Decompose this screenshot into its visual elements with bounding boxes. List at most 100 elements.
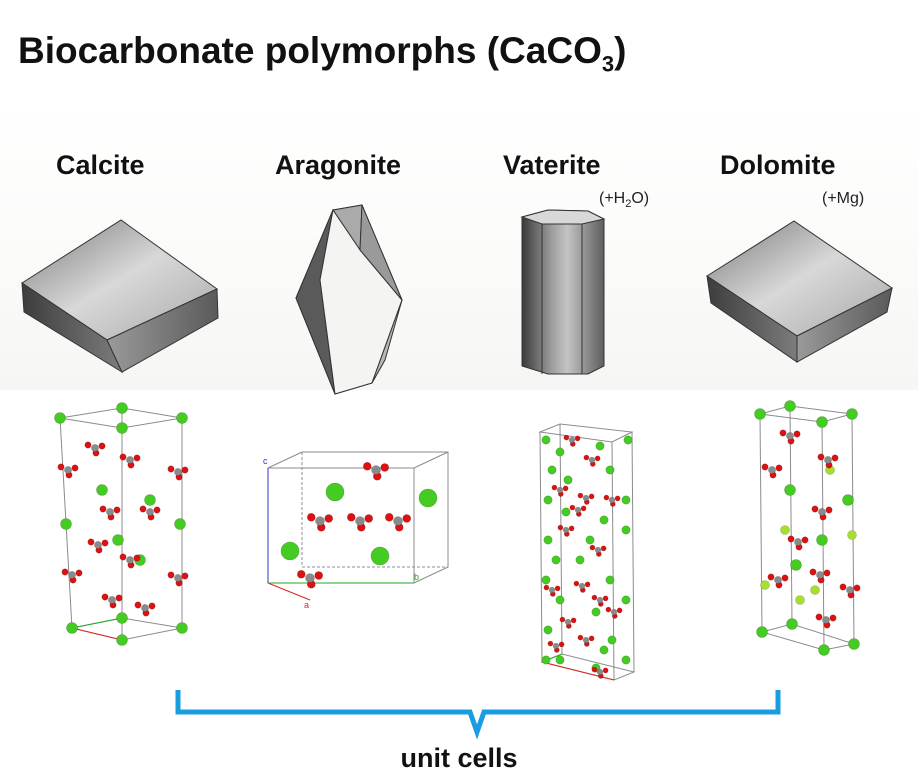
oxygen-atom	[781, 574, 789, 582]
oxygen-atom	[119, 453, 127, 461]
oxygen-atom	[384, 512, 394, 522]
magnesium-atom	[795, 595, 805, 605]
calcium-atom	[418, 488, 438, 508]
oxygen-atom	[577, 634, 584, 641]
carbon-atom	[94, 541, 102, 549]
oxygen-atom	[577, 492, 584, 499]
oxygen-atom	[574, 435, 581, 442]
unit-cells-caption: unit cells	[400, 743, 518, 773]
calcium-atom	[790, 559, 802, 571]
oxygen-atom	[614, 495, 621, 502]
calcium-atom	[60, 518, 72, 530]
calcium-atom	[543, 535, 553, 545]
oxygen-atom	[71, 464, 79, 472]
carbon-atom	[355, 516, 365, 526]
oxygen-atom	[181, 572, 189, 580]
oxygen-atom	[167, 465, 175, 473]
oxygen-atom	[101, 593, 109, 601]
carbon-atom	[774, 576, 782, 584]
oxygen-atom	[559, 616, 566, 623]
oxygen-atom	[134, 601, 142, 609]
carbon-atom	[64, 466, 72, 474]
oxygen-atom	[839, 583, 847, 591]
calcium-atom	[541, 655, 551, 665]
calcium-atom	[325, 482, 345, 502]
oxygen-atom	[98, 442, 106, 450]
oxygen-atom	[825, 506, 833, 514]
unit-cells-bracket	[175, 690, 781, 740]
calcium-atom	[816, 416, 828, 428]
oxygen-atom	[580, 505, 587, 512]
carbon-atom	[818, 508, 826, 516]
oxygen-atom	[551, 484, 558, 491]
magnesium-atom	[810, 585, 820, 595]
oxygen-atom	[75, 569, 83, 577]
oxygen-atom	[583, 454, 590, 461]
oxygen-atom	[594, 455, 601, 462]
oxygen-atom	[853, 584, 861, 592]
oxygen-atom	[543, 584, 550, 591]
oxygen-atom	[402, 514, 412, 523]
carbon-atom	[822, 616, 830, 624]
oxygen-atom	[84, 441, 92, 449]
oxygen-atom	[133, 454, 141, 462]
calcium-atom	[116, 634, 128, 646]
oxygen-atom	[801, 536, 809, 544]
oxygen-atom	[817, 453, 825, 461]
calcium-atom	[599, 515, 609, 525]
carbon-atom	[582, 636, 590, 644]
carbon-atom	[794, 538, 802, 546]
oxygen-atom	[306, 512, 316, 522]
calcium-atom	[541, 575, 551, 585]
calcium-atom	[784, 484, 796, 496]
calcium-atom	[561, 507, 571, 517]
oxygen-atom	[811, 505, 819, 513]
calcium-atom	[541, 435, 551, 445]
carbon-atom	[768, 466, 776, 474]
calcium-atom	[585, 535, 595, 545]
calcium-atom	[605, 465, 615, 475]
carbon-atom	[305, 573, 315, 583]
oxygen-atom	[563, 434, 570, 441]
oxygen-atom	[573, 580, 580, 587]
calcium-atom	[555, 595, 565, 605]
carbon-atom	[608, 496, 616, 504]
carbon-atom	[574, 506, 582, 514]
oxygen-atom	[591, 666, 598, 673]
oxygen-atom	[115, 594, 123, 602]
oxygen-atom	[775, 464, 783, 472]
oxygen-atom	[793, 430, 801, 438]
oxygen-atom	[570, 617, 577, 624]
oxygen-atom	[87, 538, 95, 546]
oxygen-atom	[380, 463, 390, 472]
dolomite-note: (+Mg)	[822, 190, 865, 207]
aragonite-crystal-illustration	[295, 204, 403, 395]
calcium-atom	[816, 534, 828, 546]
oxygen-atom	[139, 505, 147, 513]
oxygen-atom	[562, 485, 569, 492]
calcium-atom	[555, 447, 565, 457]
page-title: Biocarbonate polymorphs (CaCO3)	[18, 30, 627, 77]
oxygen-atom	[167, 571, 175, 579]
oxygen-atom	[761, 463, 769, 471]
vaterite-note: (+H2O)	[599, 190, 650, 211]
oxygen-atom	[605, 606, 612, 613]
calcium-atom	[176, 622, 188, 634]
dolomite-unit-cell-atoms	[754, 400, 861, 656]
vaterite-unit-cell-atoms	[541, 434, 633, 679]
mineral-name-dolomite: Dolomite	[720, 150, 836, 180]
dolomite-unit-cell-frame	[759, 405, 856, 651]
calcium-atom	[784, 400, 796, 412]
oxygen-atom	[57, 463, 65, 471]
carbon-atom	[594, 546, 602, 554]
oxygen-atom	[324, 514, 334, 523]
calcium-atom	[543, 625, 553, 635]
calcium-atom	[174, 518, 186, 530]
calcium-atom	[547, 465, 557, 475]
magnesium-atom	[760, 580, 770, 590]
oxygen-atom	[831, 454, 839, 462]
calcium-atom	[848, 638, 860, 650]
calcium-atom	[623, 435, 633, 445]
calcium-atom	[595, 441, 605, 451]
carbon-atom	[564, 618, 572, 626]
